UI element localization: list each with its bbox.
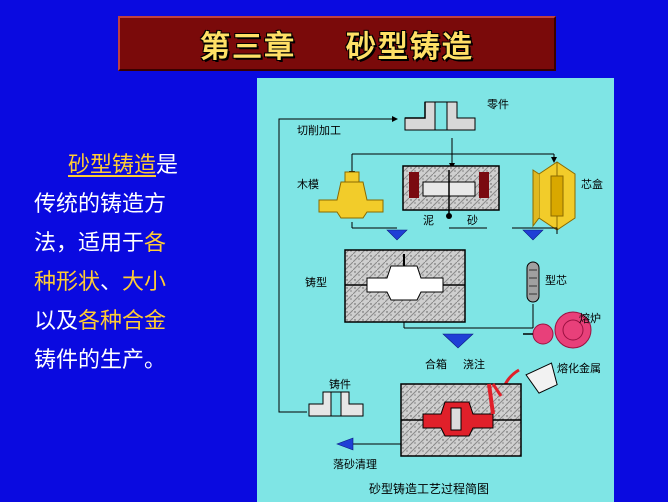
core-box-label: 芯盒 bbox=[581, 178, 603, 191]
intro-line-6: 铸件的生产。 bbox=[34, 348, 167, 373]
merge-lines bbox=[351, 222, 558, 234]
sand-label-2: 砂 bbox=[467, 214, 478, 227]
core-drawing bbox=[526, 261, 540, 303]
flow-arrow bbox=[442, 333, 474, 349]
machining-line bbox=[278, 116, 398, 413]
sand-flask-drawing bbox=[402, 165, 500, 219]
assembly-lines bbox=[403, 304, 534, 329]
flow-arrow bbox=[336, 437, 354, 451]
process-diagram-graphics bbox=[278, 101, 592, 457]
flow-arrow bbox=[386, 229, 544, 241]
intro-highlight: 各种合金 bbox=[78, 309, 167, 334]
intro-text: 法，适用于 bbox=[34, 231, 145, 256]
pattern-branch-lines bbox=[349, 138, 557, 177]
title-bar: 第三章 砂型铸造 bbox=[118, 16, 556, 71]
intro-text: 、 bbox=[100, 270, 123, 295]
furnace-label: 熔炉 bbox=[579, 312, 601, 325]
pour-label: 浇注 bbox=[463, 358, 485, 371]
mold-drawing bbox=[344, 249, 466, 323]
wood-pattern-label: 木模 bbox=[297, 178, 319, 191]
machining-label: 切削加工 bbox=[297, 124, 341, 137]
diagram-caption: 砂型铸造工艺过程简图 bbox=[369, 482, 490, 496]
intro-line-5: 以及各种合金 bbox=[34, 302, 219, 341]
casting-label: 铸件 bbox=[329, 378, 351, 391]
intro-line-4: 种形状、大小 bbox=[34, 263, 219, 302]
pouring-mold-drawing bbox=[400, 383, 522, 457]
intro-term: 砂型铸造 bbox=[68, 153, 157, 178]
part-drawing bbox=[404, 101, 476, 131]
assemble-label: 合箱 bbox=[425, 358, 447, 371]
part-label: 零件 bbox=[487, 98, 509, 111]
furnace-drawing bbox=[523, 311, 592, 349]
intro-highlight: 大小 bbox=[122, 270, 167, 295]
core-box-drawing bbox=[532, 161, 576, 231]
molten-metal-label: 熔化金属 bbox=[557, 362, 601, 375]
intro-line-1: 砂型铸造是 bbox=[34, 146, 219, 185]
sand-label: 泥 bbox=[423, 214, 434, 227]
intro-highlight: 各 bbox=[144, 231, 167, 256]
casting-drawing bbox=[308, 391, 364, 417]
intro-text: 以及 bbox=[34, 309, 79, 334]
intro-highlight: 种形状 bbox=[34, 270, 101, 295]
wood-pattern-drawing bbox=[318, 171, 384, 219]
intro-line-2: 传统的铸造方 bbox=[34, 192, 167, 217]
cleaning-label: 落砂清理 bbox=[333, 458, 377, 471]
intro-paragraph: 砂型铸造是 传统的铸造方 法，适用于各 种形状、大小 以及各种合金 铸件的生产。 bbox=[34, 146, 219, 380]
page-title: 第三章 砂型铸造 bbox=[200, 29, 474, 65]
intro-line-3: 法，适用于各 bbox=[34, 224, 219, 263]
core-label: 型芯 bbox=[545, 274, 567, 287]
intro-text: 是 bbox=[156, 153, 179, 178]
process-diagram: 零件 切削加工 木模 芯盒 泥 砂 铸型 型芯 熔炉 合箱 浇注 熔化金属 铸件… bbox=[257, 78, 614, 502]
mold-label: 铸型 bbox=[305, 276, 327, 289]
